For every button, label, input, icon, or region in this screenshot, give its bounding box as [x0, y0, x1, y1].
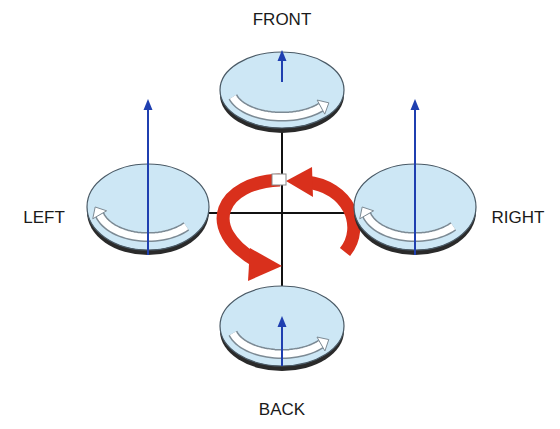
rotor-label: BACK [259, 400, 305, 420]
thrust-arrow-head [278, 50, 287, 61]
rotor: BACK [218, 284, 346, 374]
spin-arrow [233, 333, 321, 354]
thrust-arrow [414, 107, 416, 255]
frame-hub [272, 174, 286, 185]
thrust-arrow [147, 107, 149, 255]
rotor-label: FRONT [253, 10, 312, 30]
rotor-disc [352, 162, 478, 258]
rotor-label: LEFT [23, 208, 65, 228]
spin-arrow-head [360, 207, 374, 219]
yaw-arrow-head [248, 248, 282, 281]
spin-arrow [367, 215, 454, 237]
rotor-label: RIGHT [492, 208, 545, 228]
spin-arrow-head [317, 100, 329, 114]
rotor-face [220, 286, 344, 366]
spin-arrow [233, 97, 321, 117]
spin-arrow [233, 97, 321, 117]
spin-arrow [100, 215, 187, 237]
yaw-arrow-head [286, 167, 313, 197]
spin-arrow-head [317, 337, 329, 351]
rotor-face [220, 52, 344, 128]
spin-arrow [367, 215, 454, 237]
frame-arm [282, 132, 283, 287]
rotor: FRONT [218, 50, 346, 136]
thrust-arrow-head [411, 99, 420, 110]
frame-arm-line [281, 132, 283, 287]
rotor-disc [218, 50, 346, 136]
yaw-arrow [306, 182, 354, 252]
rotor-disc [85, 162, 211, 258]
spin-arrow-head [93, 207, 107, 219]
rotor: LEFT [85, 162, 211, 258]
rotor: RIGHT [352, 162, 478, 258]
rotor-disc [218, 284, 346, 374]
spin-arrow [100, 215, 187, 237]
thrust-arrow [281, 58, 283, 82]
spin-arrow [233, 333, 321, 354]
thrust-arrow-head [278, 316, 287, 327]
thrust-arrow-head [144, 99, 153, 110]
thrust-arrow [281, 324, 283, 366]
